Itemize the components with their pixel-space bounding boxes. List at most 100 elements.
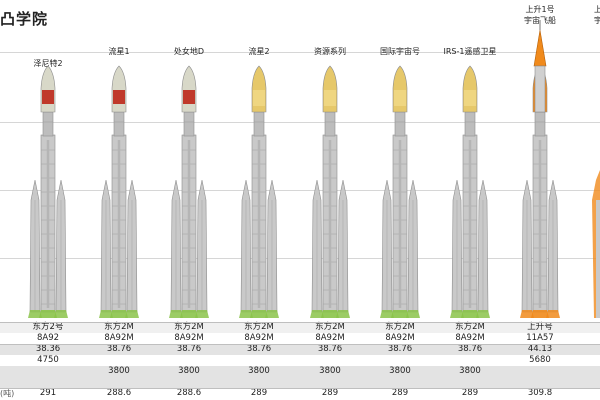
booster-skirt — [125, 310, 139, 318]
booster-skirt — [99, 310, 113, 318]
specs-cell: 289 — [321, 388, 339, 398]
table-separator — [0, 344, 600, 345]
partial-rocket-body — [596, 200, 600, 318]
core-skirt — [39, 310, 57, 318]
core-skirt — [250, 310, 268, 318]
specs-cell: 3800 — [459, 366, 481, 376]
gridline — [0, 122, 600, 123]
fairing-band — [394, 90, 406, 106]
upper-stage-extended — [534, 65, 546, 113]
core-skirt — [391, 310, 409, 318]
booster-skirt — [476, 310, 490, 318]
core-stripe — [257, 140, 261, 308]
payload-fairing — [111, 65, 127, 113]
partial-rocket-label: 上宇 — [594, 4, 600, 26]
specs-cell: 8A92M — [104, 333, 134, 343]
rocket-label: 流星1 — [74, 46, 164, 57]
row-label: (吨) — [0, 389, 15, 398]
specs-cell: 288.6 — [176, 388, 202, 398]
specs-cell: 8A92M — [385, 333, 415, 343]
specs-cell: 东方2M — [455, 322, 485, 332]
upper-stage — [394, 111, 406, 137]
rocket-label-line: IRS-1遥感卫星 — [443, 47, 497, 56]
specs-cell: 5680 — [529, 355, 551, 365]
booster-skirt — [520, 310, 534, 318]
core-stripe — [328, 140, 332, 308]
specs-cell: 3800 — [108, 366, 130, 376]
fairing-band — [464, 90, 476, 106]
specs-cell: 289 — [250, 388, 268, 398]
rocket-label-line: 流星1 — [108, 47, 130, 56]
fairing-band — [324, 90, 336, 106]
specs-cell: 38.76 — [387, 344, 413, 354]
booster-skirt — [546, 310, 560, 318]
fairing-band — [253, 90, 265, 106]
upper-stage — [253, 111, 265, 137]
booster-skirt — [336, 310, 350, 318]
payload-fairing — [181, 65, 197, 113]
specs-cell: 38.76 — [106, 344, 132, 354]
specs-row-row2: 4750 5680 — [0, 355, 600, 366]
specs-cell: 289 — [461, 388, 479, 398]
rocket-label: IRS-1遥感卫星 — [425, 46, 515, 57]
specs-cell: 8A92M — [174, 333, 204, 343]
core-skirt — [180, 310, 198, 318]
specs-cell: 东方2M — [315, 322, 345, 332]
cccp-band — [42, 90, 54, 104]
specs-cell: 3800 — [319, 366, 341, 376]
core-stripe — [187, 140, 191, 308]
rocket-label: 处女地D — [144, 46, 234, 57]
specs-cell: 289 — [391, 388, 409, 398]
core-stripe — [468, 140, 472, 308]
specs-cell: 东方2M — [104, 322, 134, 332]
booster-skirt — [406, 310, 420, 318]
specs-cell: 38.36 — [35, 344, 61, 354]
rocket-label: 国际宇宙号 — [355, 46, 445, 57]
rocket-label-line: 上升1号 — [525, 5, 555, 14]
booster-skirt — [265, 310, 279, 318]
specs-cell: 东方2M — [244, 322, 274, 332]
core-stripe — [46, 140, 50, 308]
partial-label-line: 上 — [594, 5, 600, 14]
specs-cell: 38.76 — [176, 344, 202, 354]
booster-skirt — [310, 310, 324, 318]
specs-cell: 8A92M — [315, 333, 345, 343]
specs-cell: 309.8 — [527, 388, 553, 398]
core-stripe — [538, 140, 542, 308]
gridline — [0, 52, 600, 53]
page-title: 凸学院 — [0, 10, 49, 28]
core-skirt — [461, 310, 479, 318]
rocket-label-line: 国际宇宙号 — [380, 47, 420, 56]
cccp-band — [183, 90, 195, 104]
specs-cell: 8A92M — [455, 333, 485, 343]
core-skirt — [531, 310, 549, 318]
rocket-label: 泽尼特2 — [3, 58, 93, 69]
rocket-label-line: 处女地D — [173, 47, 205, 56]
escape-tower — [533, 29, 547, 67]
payload-fairing — [40, 65, 56, 113]
specs-cell: 东方2号 — [32, 322, 64, 332]
specs-cell: 11A57 — [526, 333, 554, 343]
rocket-label: 流星2 — [214, 46, 304, 57]
specs-cell: 4750 — [37, 355, 59, 365]
upper-stage — [42, 111, 54, 137]
specs-cell: 3800 — [178, 366, 200, 376]
specs-cell: 38.76 — [246, 344, 272, 354]
gridline — [0, 190, 600, 191]
booster-skirt — [28, 310, 42, 318]
rocket-label-line: 流星2 — [248, 47, 270, 56]
specs-cell: 38.76 — [457, 344, 483, 354]
specs-cell: 44.13 — [527, 344, 553, 354]
cccp-band — [113, 90, 125, 104]
gridline — [0, 258, 600, 259]
rocket-label-line: 泽尼特2 — [33, 59, 63, 68]
table-separator — [0, 322, 600, 323]
